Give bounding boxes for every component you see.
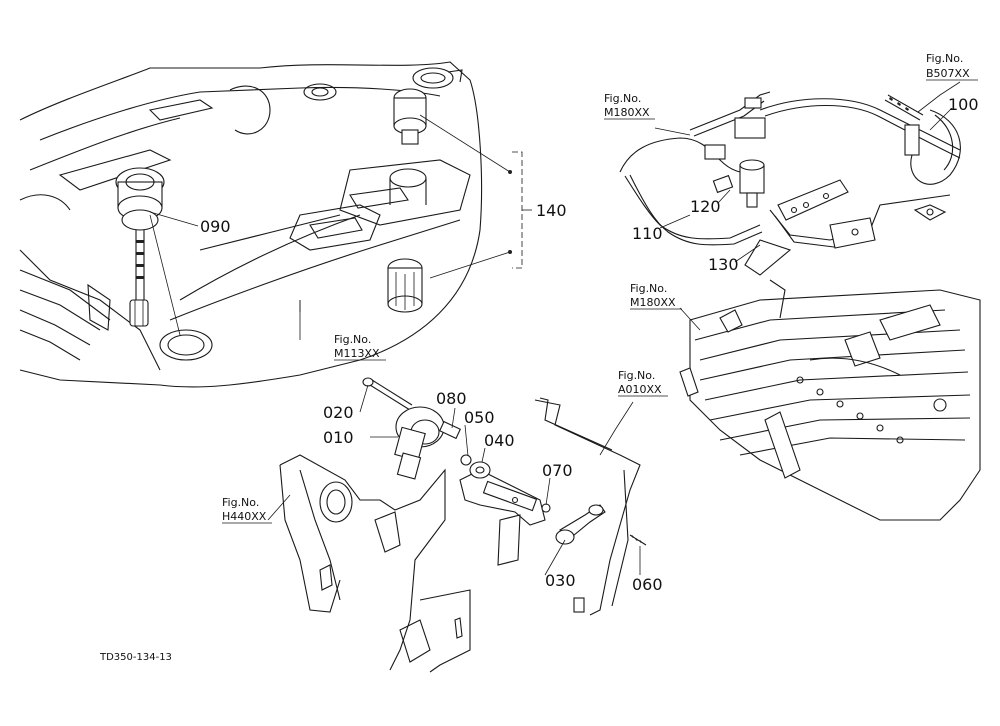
part-label-040: 040 <box>484 431 515 450</box>
part-label-140: 140 <box>536 201 567 220</box>
harness-drawing <box>619 91 961 246</box>
fig-label-m180-top: Fig.No. <box>604 92 641 105</box>
sensor-010-assembly <box>362 377 551 513</box>
dash-panel-drawing <box>19 61 483 388</box>
fig-ref-m180-mid: M180XX <box>630 296 676 309</box>
fig-ref-a010: A010XX <box>618 383 662 396</box>
part-label-100: 100 <box>948 95 979 114</box>
fig-label-m180-mid: Fig.No. <box>630 282 667 295</box>
part-label-080: 080 <box>436 389 467 408</box>
fig-label-a010: Fig.No. <box>618 369 655 382</box>
part-label-070: 070 <box>542 461 573 480</box>
fig-label-b507: Fig.No. <box>926 52 963 65</box>
bracket-frame-drawing <box>279 454 546 673</box>
relay-120-130 <box>712 159 951 249</box>
key-switch-090 <box>115 167 165 327</box>
seat-body-drawing <box>679 239 981 521</box>
part-label-050: 050 <box>464 408 495 427</box>
figure-references: Fig.No. M180XX Fig.No. B507XX Fig.No. M1… <box>99 52 970 663</box>
leader-lines <box>149 81 961 576</box>
fig-ref-m113: M113XX <box>334 347 380 360</box>
fig-label-h440: Fig.No. <box>222 496 259 509</box>
part-label-120: 120 <box>690 197 721 216</box>
fig-ref-m180-top: M180XX <box>604 106 650 119</box>
part-label-130: 130 <box>708 255 739 274</box>
fig-ref-b507: B507XX <box>926 67 970 80</box>
socket-140 <box>387 67 463 313</box>
fig-ref-h440: H440XX <box>222 510 267 523</box>
fig-label-m113: Fig.No. <box>334 333 371 346</box>
part-label-090: 090 <box>200 217 231 236</box>
part-label-110: 110 <box>632 224 663 243</box>
drawing-code: TD350-134-13 <box>99 652 172 663</box>
part-label-030: 030 <box>545 571 576 590</box>
lever-030-rod <box>534 397 647 616</box>
part-label-010: 010 <box>323 428 354 447</box>
part-label-060: 060 <box>632 575 663 594</box>
part-label-020: 020 <box>323 403 354 422</box>
fig-underlines <box>222 79 978 524</box>
part-labels: 090 140 100 120 110 130 020 010 080 050 … <box>200 95 979 594</box>
